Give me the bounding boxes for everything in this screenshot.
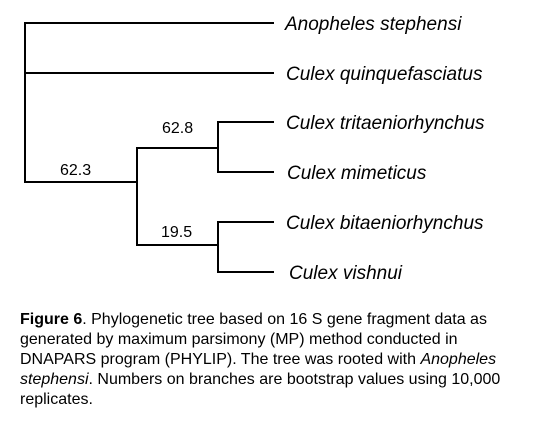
bootstrap-value-lower-subclade: 19.5	[161, 224, 192, 241]
phylogenetic-tree: Anopheles stephensi Culex quinquefasciat…	[24, 14, 485, 284]
caption-text-part-2: . Numbers on branches are bootstrap valu…	[20, 371, 501, 408]
caption-text-part-1: . Phylogenetic tree based on 16 S gene f…	[20, 311, 487, 368]
taxon-label-culex-vishnui: Culex vishnui	[289, 263, 403, 284]
bootstrap-value-root-clade: 62.3	[60, 162, 91, 179]
taxon-label-culex-bitaeniorhynchus: Culex bitaeniorhynchus	[286, 213, 484, 234]
bootstrap-value-upper-subclade: 62.8	[162, 120, 193, 137]
caption-species-name: Anopheles stephensi	[20, 351, 497, 388]
taxon-label-culex-quinquefasciatus: Culex quinquefasciatus	[286, 64, 483, 85]
taxon-label-culex-tritaeniorhynchus: Culex tritaeniorhynchus	[286, 113, 485, 134]
figure-label: Figure 6	[20, 311, 83, 328]
figure-caption: Figure 6. Phylogenetic tree based on 16 …	[20, 310, 535, 410]
taxon-label-anopheles-stephensi: Anopheles stephensi	[284, 14, 462, 35]
taxon-label-culex-mimeticus: Culex mimeticus	[287, 163, 427, 184]
